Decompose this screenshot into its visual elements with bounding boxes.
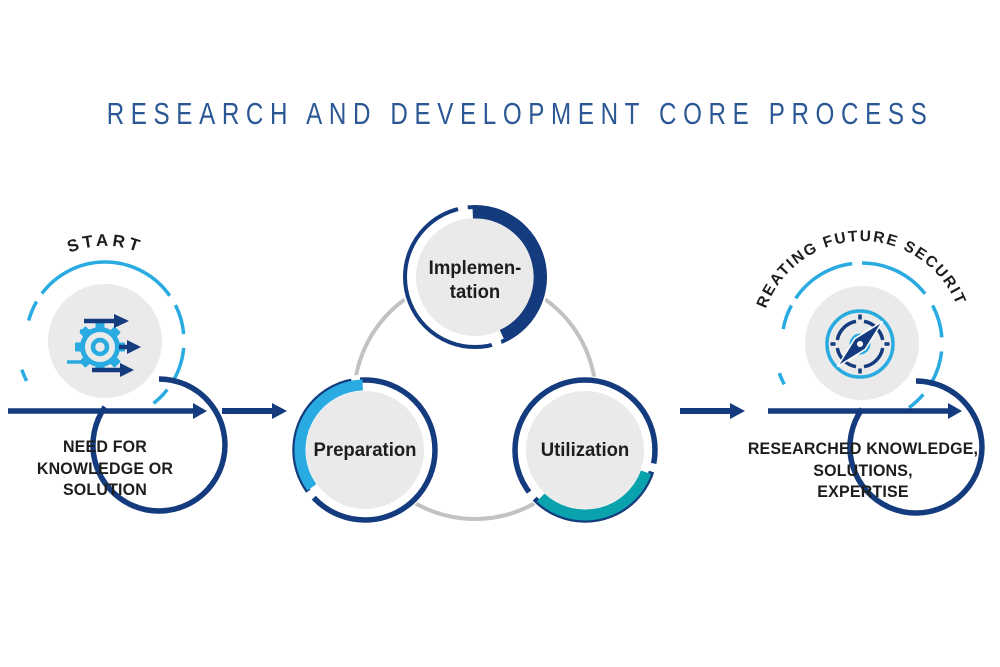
utilization-accent-arc: [536, 470, 652, 521]
need-caption: NEED FOR KNOWLEDGE OR SOLUTION: [36, 437, 174, 499]
preparation-label: Preparation: [313, 439, 417, 461]
compass-icon: [825, 309, 895, 379]
compass-needle: [836, 320, 884, 368]
start-label-curved: START: [65, 231, 146, 257]
diagram-title: RESEARCH AND DEVELOPMENT CORE PROCESS: [106, 96, 934, 131]
start-loop-motif: START: [8, 231, 228, 514]
step-circle-implementation: [401, 202, 549, 351]
preparation-accent-arc: [294, 379, 364, 491]
step-circle-preparation: [291, 374, 439, 524]
step-circle-utilization: [511, 376, 660, 524]
flow-arrow-right: [680, 403, 745, 419]
speed-dashes: [67, 329, 93, 364]
gear-with-arrows-icon: [67, 314, 141, 377]
flow-arrow-left: [222, 403, 287, 419]
process-cycle: [291, 202, 660, 524]
result-caption: RESEARCHED KNOWLEDGE, SOLUTIONS, EXPERTI…: [747, 439, 979, 501]
implementation-label: Implemen- tation: [428, 257, 522, 303]
implementation-accent-arc: [472, 205, 547, 342]
utilization-label: Utilization: [540, 439, 630, 461]
start-dashed-arcs: [20, 260, 186, 405]
